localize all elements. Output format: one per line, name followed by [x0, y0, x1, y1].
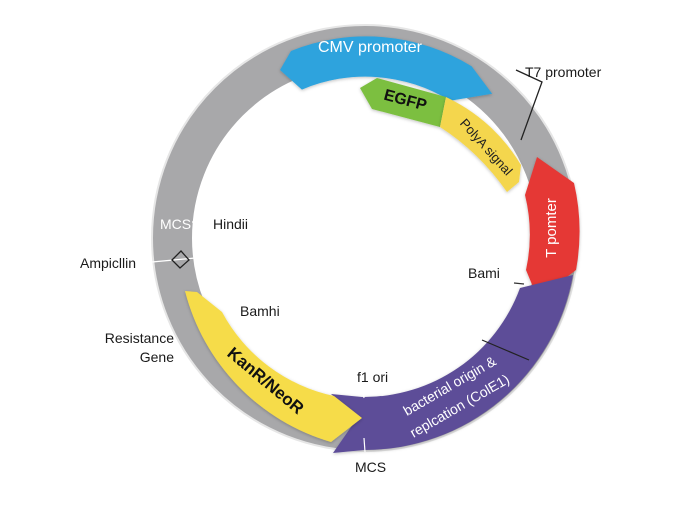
f1-ori-label: f1 ori — [357, 369, 388, 385]
orientation-diamond-icon — [171, 250, 190, 269]
bamhi-label: Bamhi — [240, 303, 280, 319]
site-ticks — [151, 221, 366, 453]
mcs-left-label: MCS — [160, 216, 191, 232]
resistance-gene-label-line2: Gene — [140, 349, 174, 365]
polya-signal-segment[interactable] — [440, 97, 521, 192]
t7-promoter-marker — [515, 69, 543, 141]
t-promoter-segment[interactable] — [525, 157, 580, 299]
mcs-bottom-label: MCS — [355, 459, 386, 475]
cmv-promoter-label: CMV promoter — [318, 39, 423, 56]
egfp-segment[interactable] — [360, 78, 446, 127]
bami-tick — [513, 282, 525, 285]
bacterial-origin-segment[interactable] — [331, 275, 573, 453]
resistance-gene-label-line1: Resistance — [105, 330, 174, 346]
t-promoter-label: T pomter — [543, 198, 560, 258]
hindii-label: Hindii — [213, 216, 248, 232]
cmv-promoter-segment[interactable] — [280, 36, 493, 101]
bamhi-tick — [239, 321, 259, 348]
ori-junction-marker — [481, 339, 530, 361]
kanr-neor-segment[interactable] — [185, 291, 362, 442]
t7-promoter-label: T7 promoter — [525, 64, 602, 80]
bami-label: Bami — [468, 265, 500, 281]
ampicillin-label: Ampicllin — [80, 255, 136, 271]
